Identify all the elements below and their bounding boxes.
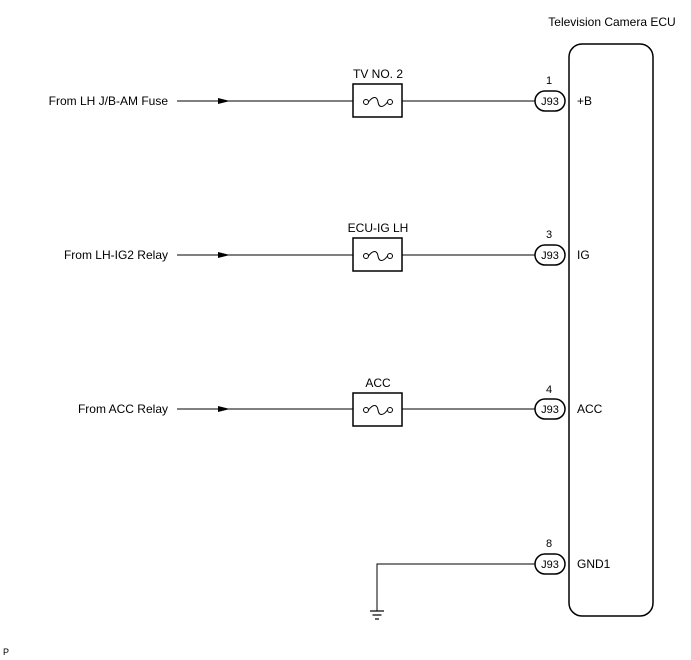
pin-number: 8 [546,538,552,550]
ecu-title: Television Camera ECU [548,15,675,29]
fuse-label: ACC [365,376,391,390]
terminal-label: IG [577,248,590,262]
fuse-label: TV NO. 2 [353,67,403,81]
terminal-label: ACC [577,402,603,416]
pin-number: 3 [546,229,552,241]
terminal-label: +B [577,94,592,108]
ground-icon [370,610,384,620]
connector-label: J93 [541,404,559,416]
terminal-label: GND1 [577,557,611,571]
circuit-ig: From LH-IG2 Relay ECU-IG LH 3 J93 IG [64,221,590,272]
circuit-acc: From ACC Relay ACC 4 J93 ACC [78,376,603,427]
fuse-icon [352,237,403,272]
connector-label: J93 [541,250,559,262]
ecu-body [568,43,654,617]
fuse-icon [352,83,403,118]
fuse-label: ECU-IG LH [348,221,409,235]
figure-code: P [3,647,9,657]
source-label: From LH J/B-AM Fuse [49,94,169,108]
pin-number: 4 [546,384,552,396]
connector-label: J93 [541,559,559,571]
pin-number: 1 [546,75,552,87]
connector-icon [534,398,566,420]
circuit-plus-b: From LH J/B-AM Fuse TV NO. 2 1 J93 +B [49,67,592,118]
circuit-gnd1: 8 J93 GND1 [370,538,611,620]
source-label: From LH-IG2 Relay [64,248,168,262]
source-label: From ACC Relay [78,402,168,416]
connector-icon [534,90,566,112]
connector-label: J93 [541,96,559,108]
connector-icon [534,244,566,266]
fuse-icon [352,392,403,427]
